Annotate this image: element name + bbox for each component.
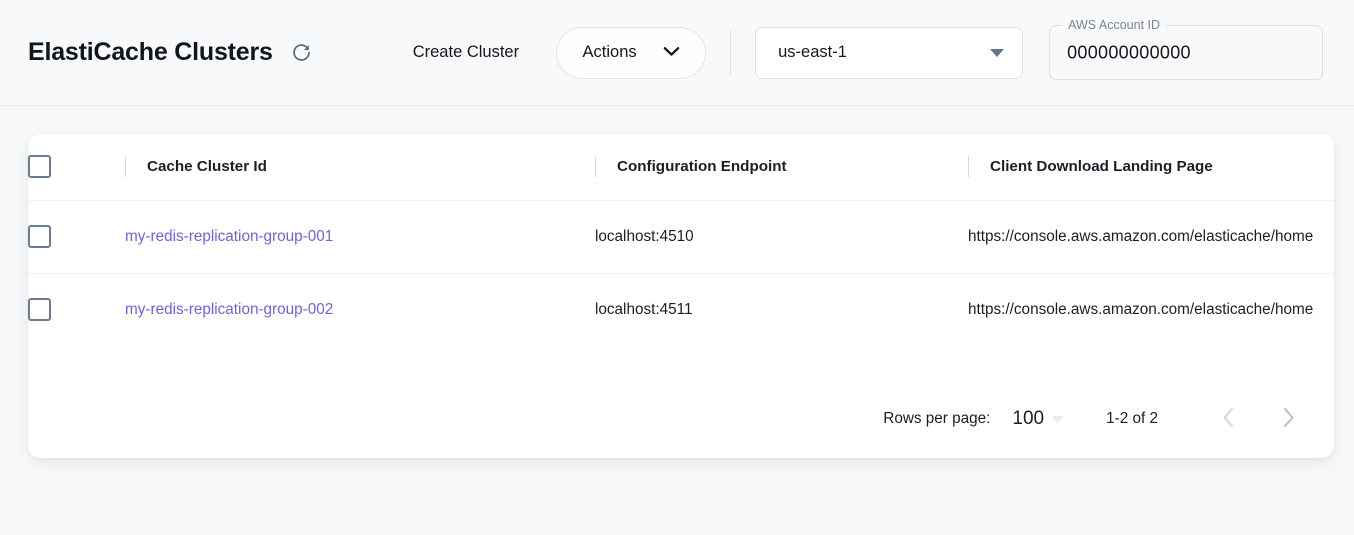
column-header-configuration-endpoint[interactable]: Configuration Endpoint bbox=[595, 134, 968, 200]
column-divider bbox=[968, 156, 969, 178]
refresh-icon bbox=[291, 42, 312, 63]
table-row: my-redis-replication-group-001 localhost… bbox=[28, 200, 1334, 273]
table-body: my-redis-replication-group-001 localhost… bbox=[28, 200, 1334, 346]
app-header: ElastiCache Clusters Create Cluster Acti… bbox=[0, 0, 1354, 106]
column-header-label: Client Download Landing Page bbox=[990, 158, 1213, 176]
rows-per-page-select[interactable]: 100 bbox=[1012, 408, 1065, 430]
cell-configuration-endpoint: localhost:4511 bbox=[595, 300, 693, 318]
column-header-label: Configuration Endpoint bbox=[617, 158, 787, 176]
create-cluster-button[interactable]: Create Cluster bbox=[409, 37, 523, 68]
column-divider bbox=[595, 156, 596, 178]
rows-per-page-value: 100 bbox=[1012, 408, 1045, 429]
select-all-header bbox=[28, 134, 125, 200]
table-row: my-redis-replication-group-002 localhost… bbox=[28, 273, 1334, 346]
clusters-table-card: Cache Cluster Id Configuration Endpoint … bbox=[28, 134, 1334, 458]
cell-configuration-endpoint: localhost:4510 bbox=[595, 227, 694, 245]
previous-page-button[interactable] bbox=[1206, 397, 1250, 441]
chevron-right-icon bbox=[1282, 407, 1295, 431]
chevron-down-icon bbox=[663, 43, 680, 62]
row-select-cell bbox=[28, 273, 125, 346]
row-checkbox[interactable] bbox=[28, 298, 51, 322]
region-select-value: us-east-1 bbox=[778, 43, 847, 61]
triangle-down-icon bbox=[1052, 415, 1065, 423]
cluster-id-link[interactable]: my-redis-replication-group-001 bbox=[125, 227, 334, 245]
header-divider bbox=[730, 29, 732, 76]
clusters-table: Cache Cluster Id Configuration Endpoint … bbox=[28, 134, 1334, 346]
landing-page-url: https://console.aws.amazon.com/elasticac… bbox=[968, 227, 1314, 245]
table-header-row: Cache Cluster Id Configuration Endpoint … bbox=[28, 134, 1334, 200]
aws-account-id-field[interactable]: AWS Account ID 000000000000 bbox=[1049, 17, 1324, 80]
column-header-client-download-landing-page[interactable]: Client Download Landing Page bbox=[968, 134, 1334, 200]
aws-account-id-label: AWS Account ID bbox=[1062, 17, 1167, 33]
rows-per-page-label: Rows per page: bbox=[883, 410, 991, 427]
actions-button[interactable]: Actions bbox=[556, 26, 707, 79]
cell-cache-cluster-id: my-redis-replication-group-001 bbox=[125, 200, 595, 273]
cell-client-download-landing-page: https://console.aws.amazon.com/elasticac… bbox=[968, 273, 1334, 346]
column-divider bbox=[125, 156, 126, 178]
chevron-left-icon bbox=[1222, 407, 1235, 431]
region-select[interactable]: us-east-1 bbox=[755, 26, 1024, 79]
table-head: Cache Cluster Id Configuration Endpoint … bbox=[28, 134, 1334, 200]
aws-account-id-value: 000000000000 bbox=[1067, 42, 1191, 62]
triangle-down-icon bbox=[990, 48, 1005, 57]
row-checkbox[interactable] bbox=[28, 225, 51, 248]
aws-account-id-outline bbox=[1049, 25, 1324, 80]
pagination-range-label: 1-2 of 2 bbox=[1106, 410, 1158, 427]
cell-client-download-landing-page: https://console.aws.amazon.com/elasticac… bbox=[968, 200, 1334, 273]
landing-page-url: https://console.aws.amazon.com/elasticac… bbox=[968, 300, 1314, 318]
cell-cache-cluster-id: my-redis-replication-group-002 bbox=[125, 273, 595, 346]
column-header-label: Cache Cluster Id bbox=[147, 158, 267, 176]
cluster-id-link[interactable]: my-redis-replication-group-002 bbox=[125, 300, 334, 318]
table-pagination: Rows per page: 100 1-2 of 2 bbox=[883, 380, 1320, 458]
select-all-checkbox[interactable] bbox=[28, 155, 51, 179]
next-page-button[interactable] bbox=[1266, 397, 1310, 441]
refresh-button[interactable] bbox=[287, 38, 317, 68]
page-title: ElastiCache Clusters bbox=[28, 38, 273, 66]
actions-button-label: Actions bbox=[582, 43, 637, 61]
column-header-cache-cluster-id[interactable]: Cache Cluster Id bbox=[125, 134, 595, 200]
row-select-cell bbox=[28, 200, 125, 273]
